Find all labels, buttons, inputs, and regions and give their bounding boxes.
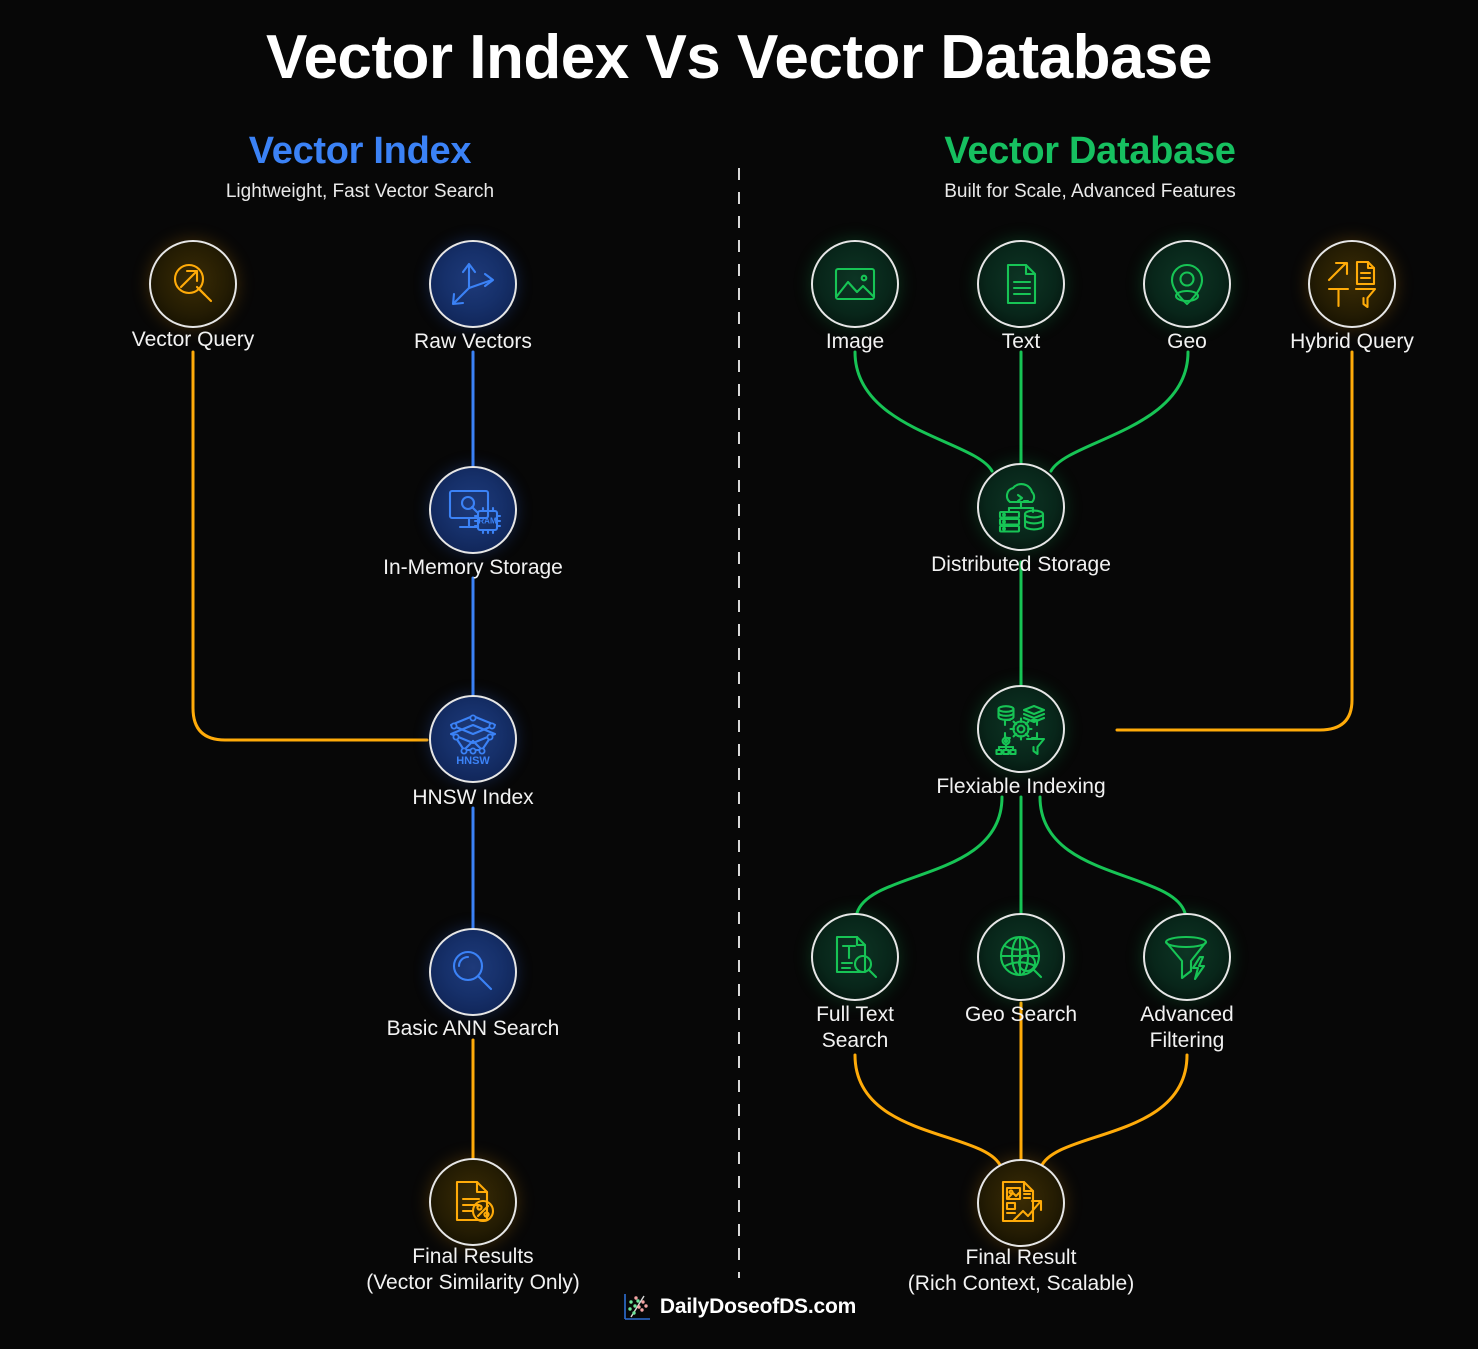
- node-hnsw-index[interactable]: HNSW: [429, 695, 517, 783]
- edge-geo-distributed-storage: [1049, 350, 1190, 473]
- node-hybrid-query[interactable]: [1308, 240, 1396, 328]
- globe-magnifier-icon: [999, 935, 1043, 979]
- map-pin-icon: [1170, 263, 1204, 306]
- footer-brand-label: DailyDoseofDS.com: [659, 1295, 857, 1318]
- hnsw-graph-layers-icon: HNSW: [449, 714, 497, 767]
- node-label-geo: Geo: [1167, 330, 1207, 353]
- node-label-raw-vectors: Raw Vectors: [414, 330, 532, 353]
- hnsw-icon-label: HNSW: [456, 755, 490, 767]
- node-final-results[interactable]: [429, 1158, 517, 1246]
- node-label-text: Text: [1001, 330, 1041, 353]
- node-geo-search[interactable]: [977, 913, 1065, 1001]
- image-icon: [834, 267, 876, 301]
- edge-advanced-filtering-final-result: [1039, 1053, 1189, 1169]
- node-image[interactable]: [811, 240, 899, 328]
- node-label-in-memory-storage: In-Memory Storage: [383, 556, 563, 579]
- node-label-image: Image: [825, 330, 885, 353]
- three-axis-vector-icon: [451, 262, 495, 306]
- column-subtitle-vector-database: Built for Scale, Advanced Features: [944, 181, 1236, 202]
- node-label-advanced-filtering: Advanced Filtering: [1140, 1003, 1234, 1052]
- column-title-vector-database: Vector Database: [944, 130, 1236, 172]
- document-chart-image-icon: [1001, 1180, 1043, 1223]
- node-label-basic-ann-search: Basic ANN Search: [386, 1017, 560, 1040]
- node-label-flexiable-indexing: Flexiable Indexing: [936, 775, 1106, 798]
- node-distributed-storage[interactable]: [977, 463, 1065, 551]
- node-geo[interactable]: [1143, 240, 1231, 328]
- document-text-magnifier-icon: [835, 935, 878, 979]
- svg-text:RAM: RAM: [478, 517, 497, 526]
- node-full-text-search[interactable]: [811, 913, 899, 1001]
- edge-full-text-search-final-result: [853, 1053, 1003, 1169]
- node-label-final-results: Final Results (Vector Similarity Only): [366, 1245, 580, 1294]
- cloud-servers-database-icon: [998, 483, 1045, 533]
- magnifier-icon: [452, 950, 493, 991]
- node-final-result[interactable]: [977, 1159, 1065, 1247]
- node-in-memory-storage[interactable]: RAM: [429, 466, 517, 554]
- edge-flexiable-indexing-advanced-filtering: [1038, 795, 1187, 915]
- node-basic-ann-search[interactable]: [429, 928, 517, 1016]
- node-label-hnsw-index: HNSW Index: [412, 786, 534, 809]
- node-label-final-result: Final Result (Rich Context, Scalable): [907, 1246, 1135, 1295]
- edge-vector-query-hnsw: [191, 350, 429, 742]
- node-text[interactable]: [977, 240, 1065, 328]
- column-subtitle-vector-index: Lightweight, Fast Vector Search: [225, 181, 495, 202]
- node-label-full-text-search: Full Text Search: [816, 1003, 894, 1052]
- node-label-vector-query: Vector Query: [131, 328, 255, 351]
- edge-hybrid-query-flexiable-indexing: [1115, 350, 1354, 732]
- hybrid-query-grid-icon: [1327, 260, 1377, 309]
- document-percent-icon: [455, 1180, 495, 1223]
- edge-flexiable-indexing-full-text-search: [855, 795, 1004, 915]
- edge-image-distributed-storage: [853, 350, 994, 473]
- node-label-geo-search: Geo Search: [964, 1003, 1078, 1026]
- node-raw-vectors[interactable]: [429, 240, 517, 328]
- scatter-plot-logo-icon: [624, 1294, 650, 1320]
- node-label-hybrid-query: Hybrid Query: [1290, 330, 1414, 353]
- page-title: Vector Index Vs Vector Database: [266, 23, 1212, 92]
- node-vector-query[interactable]: [149, 240, 237, 328]
- column-divider: [738, 168, 740, 1278]
- footer: DailyDoseofDS.com: [0, 1292, 1478, 1322]
- node-label-distributed-storage: Distributed Storage: [931, 553, 1111, 576]
- monitor-ram-icon: RAM: [448, 489, 502, 535]
- magnifier-arrow-icon: [173, 263, 213, 303]
- funnel-bolt-icon: [1164, 935, 1208, 981]
- document-lines-icon: [1006, 263, 1037, 305]
- node-advanced-filtering[interactable]: [1143, 913, 1231, 1001]
- gear-database-funnel-icon: [995, 704, 1046, 756]
- column-title-vector-index: Vector Index: [248, 130, 472, 172]
- node-flexiable-indexing[interactable]: [977, 685, 1065, 773]
